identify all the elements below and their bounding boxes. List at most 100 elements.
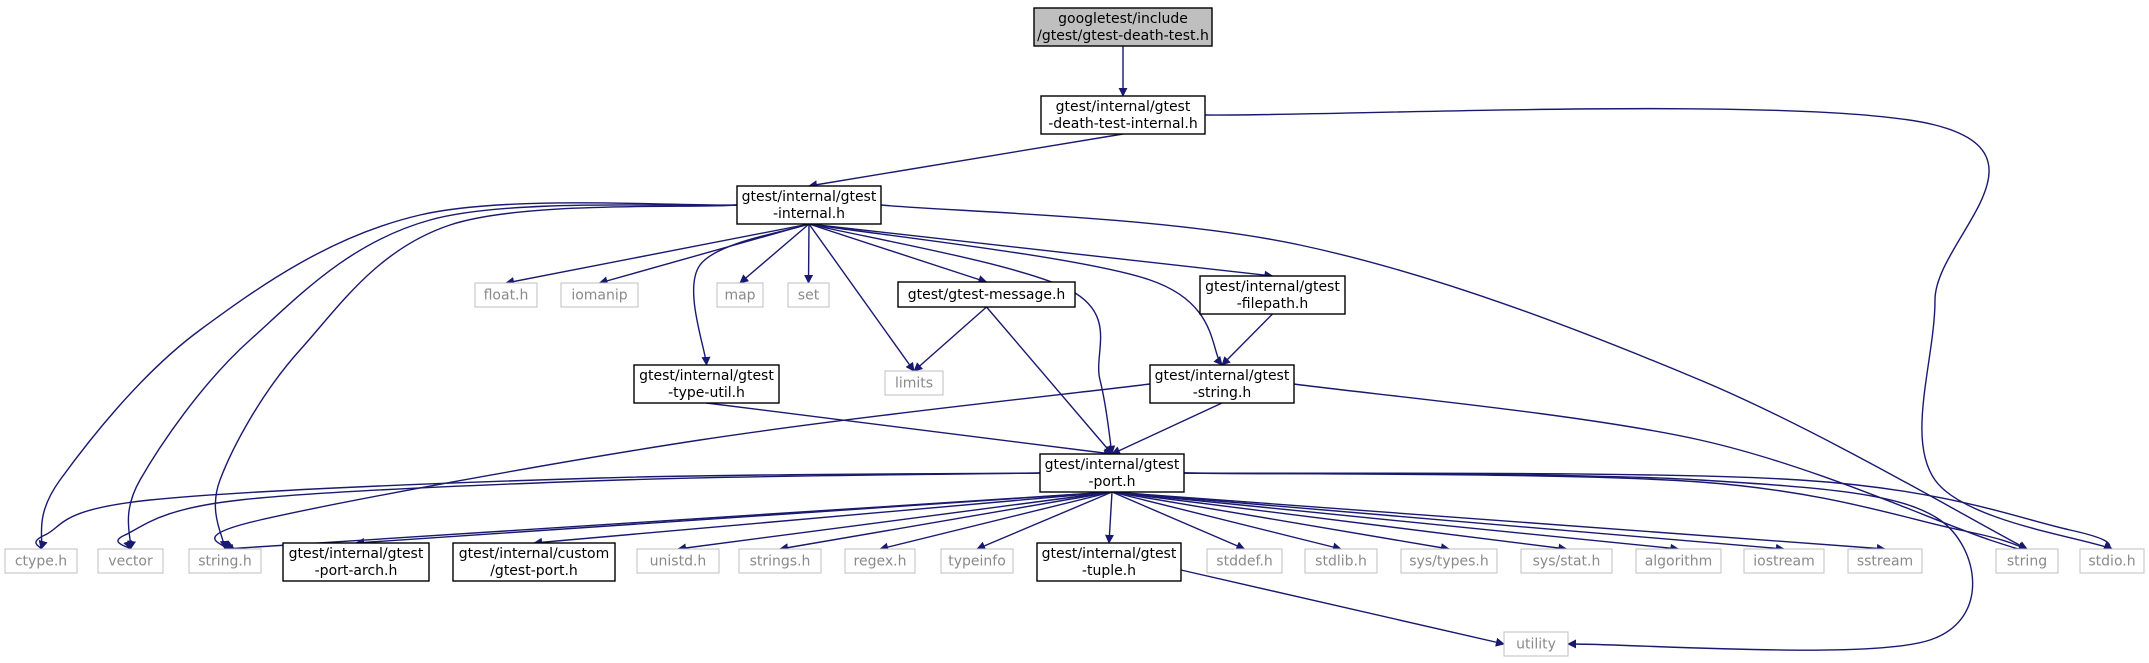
node-regex: regex.h [844,548,916,574]
node-box [1149,364,1295,404]
edge-port-to-iostream [1111,491,1785,553]
node-label-line: float.h [484,288,529,304]
node-label-line: gtest/internal/gtest [1056,99,1191,115]
node-systypes: sys/types.h [1400,548,1498,574]
node-stringh: string.h [188,548,262,574]
node-label-line: iostream [1753,554,1815,570]
node-label-line: -death-test-internal.h [1048,116,1198,132]
edge-internal-to-limits [808,223,915,372]
node-box [1400,548,1498,574]
edges-layer [35,46,2113,651]
node-label-line: set [798,288,820,304]
node-sysstat: sys/stat.h [1520,548,1613,574]
edge-gstring-to-string [1293,383,2028,552]
edge-port-to-typeinfo [976,491,1113,550]
node-label-line: algorithm [1645,554,1713,570]
node-label-line: stddef.h [1216,554,1272,570]
node-sstream: sstream [1847,548,1923,574]
node-label-line: map [724,288,755,304]
node-box [1199,275,1346,315]
node-label-line: iomanip [571,288,627,304]
node-box [716,282,764,308]
node-label-line: stdlib.h [1315,554,1367,570]
node-label-line: gtest/internal/custom [459,546,609,562]
node-label-line: utility [1516,637,1556,653]
node-label-line: /gtest/gtest-death-test.h [1037,28,1209,44]
edge-port-to-unistd [677,491,1113,553]
edge-message-to-limits [913,306,987,372]
nodes-layer: googletest/include/gtest/gtest-death-tes… [4,7,2145,657]
node-typeutil[interactable]: gtest/internal/gtest-type-util.h [633,364,780,404]
edge-port-to-stddef [1111,491,1246,550]
node-box [738,548,822,574]
node-label-line: stdio.h [2088,554,2135,570]
edge-typeutil-to-port [706,402,1113,458]
node-box [1743,548,1825,574]
node-unistd: unistd.h [636,548,720,574]
node-label-line: gtest/internal/gtest [1155,368,1290,384]
node-dti[interactable]: gtest/internal/gtest-death-test-internal… [1040,95,1206,135]
edge-port-to-ctype [35,472,1041,550]
node-box [1304,548,1378,574]
node-label-line: string.h [198,554,252,570]
node-label-line: -port.h [1088,474,1135,490]
node-root[interactable]: googletest/include/gtest/gtest-death-tes… [1033,7,1213,47]
node-box [844,548,916,574]
node-stddef: stddef.h [1206,548,1283,574]
node-box [282,542,430,582]
node-label-line: vector [108,554,153,570]
edge-internal-to-typeutil [692,223,810,366]
edge-internal-to-ctype [38,202,738,550]
edge-port-to-vector [117,472,1041,550]
node-message[interactable]: gtest/gtest-message.h [897,281,1076,308]
node-portarch[interactable]: gtest/internal/gtest-port-arch.h [282,542,430,582]
node-strings: strings.h [738,548,822,574]
edge-internal-to-string [880,204,2028,550]
edge-internal-to-float [505,223,810,286]
node-box [4,548,78,574]
edge-dti-to-internal [808,133,1124,190]
node-tuple[interactable]: gtest/internal/gtest-tuple.h [1036,542,1182,582]
edge-internal-to-vector [127,204,738,550]
node-port[interactable]: gtest/internal/gtest-port.h [1039,453,1185,493]
node-label-line: -port-arch.h [315,563,398,579]
node-box [474,282,538,308]
node-filepath[interactable]: gtest/internal/gtest-filepath.h [1199,275,1346,315]
node-label-line: regex.h [854,554,907,570]
node-box [452,542,616,582]
node-label-line: gtest/internal/gtest [742,189,877,205]
node-box [1039,453,1185,493]
node-box [1995,548,2059,574]
node-vector: vector [97,548,164,574]
node-typeinfo: typeinfo [940,548,1014,574]
node-box [636,548,720,574]
edge-port-to-utility [1183,472,1974,651]
node-label-line: ctype.h [15,554,67,570]
edge-gstring-to-port [1111,402,1223,455]
node-box [1033,7,1213,47]
node-box [560,282,639,308]
node-label-line: -type-util.h [668,385,745,401]
edge-message-to-port [985,306,1113,455]
node-set: set [787,282,830,308]
edge-filepath-to-gstring [1221,313,1273,366]
edge-port-to-string [1183,472,2028,552]
node-box [897,281,1076,308]
edge-port-to-sysstat [1111,491,1568,553]
edge-port-to-stdlib [1111,491,1342,552]
node-label-line: gtest/internal/gtest [289,546,424,562]
node-internal[interactable]: gtest/internal/gtest-internal.h [736,185,882,225]
edge-internal-to-map [739,223,810,284]
node-label-line: /gtest-port.h [490,563,578,579]
node-gstring[interactable]: gtest/internal/gtest-string.h [1149,364,1295,404]
node-float: float.h [474,282,538,308]
node-label-line: gtest/internal/gtest [639,368,774,384]
node-box [2079,548,2145,574]
node-map: map [716,282,764,308]
node-box [940,548,1014,574]
node-box [736,185,882,225]
node-box [884,370,944,396]
node-custom[interactable]: gtest/internal/custom/gtest-port.h [452,542,616,582]
edge-internal-to-port [808,223,1116,455]
